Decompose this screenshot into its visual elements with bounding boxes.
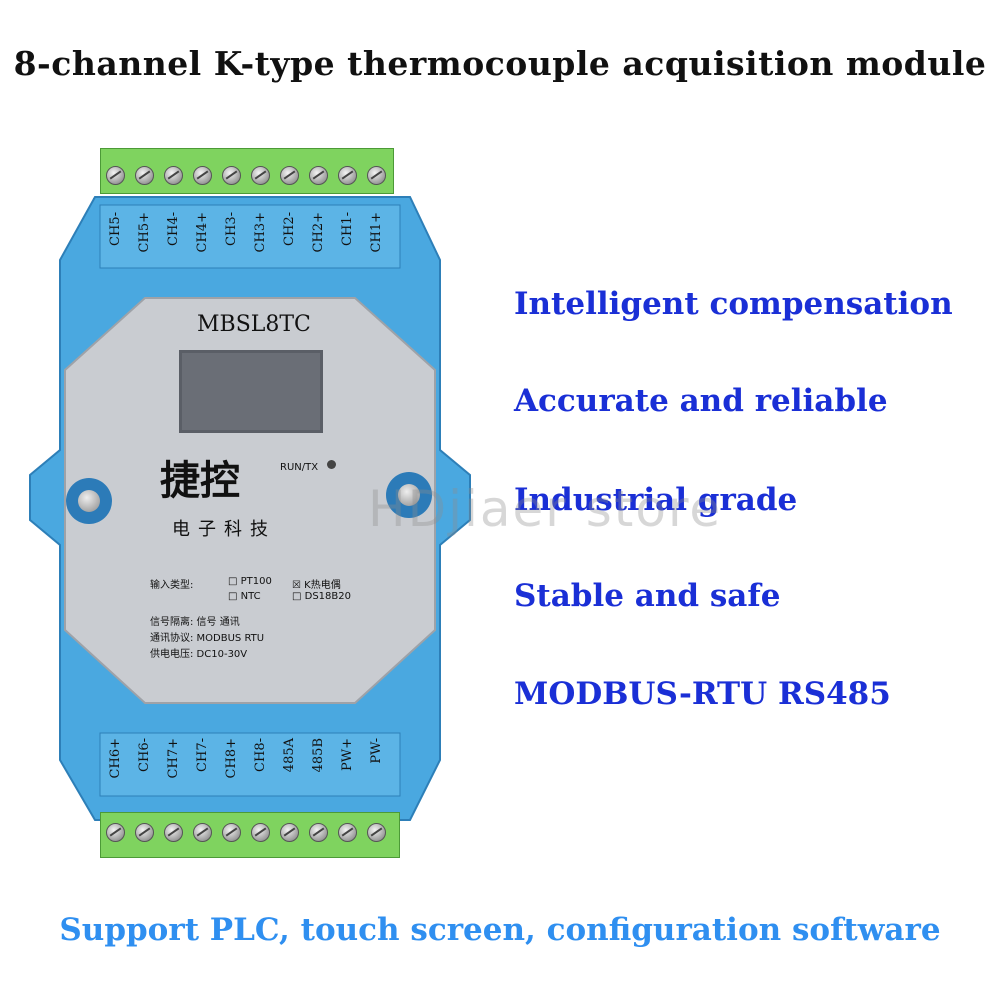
terminal-screw-icon	[338, 823, 357, 842]
page-title: 8-channel K-type thermocouple acquisitio…	[13, 44, 987, 83]
input-type-label: 输入类型:	[150, 580, 194, 591]
option-ds18b20: □ DS18B20	[292, 591, 351, 602]
terminal-label: CH5+	[137, 212, 152, 253]
watermark: HDjiaer store	[368, 480, 723, 538]
terminal-screw-icon	[135, 823, 154, 842]
terminal-label: CH7+	[166, 738, 181, 779]
run-tx-label: RUN/TX	[280, 462, 319, 473]
option-ntc: □ NTC	[228, 591, 261, 602]
device-module: CH5- CH5+ CH4- CH4+ CH3- CH3+ CH2- CH2+ CH1- CH1+…	[0, 0, 500, 1000]
feature-2: Accurate and reliable	[514, 383, 888, 419]
terminal-screw-icon	[193, 166, 212, 185]
terminal-label: PW+	[340, 738, 355, 772]
terminal-label: CH6+	[108, 738, 123, 779]
terminal-screw-icon	[251, 823, 270, 842]
terminal-screw-icon	[106, 166, 125, 185]
terminal-screw-icon	[309, 823, 328, 842]
terminal-label: CH1+	[369, 212, 384, 253]
terminal-screw-icon	[309, 166, 328, 185]
device-housing	[29, 196, 471, 821]
isolation-label: 信号隔离: 信号 通讯	[150, 617, 240, 628]
terminal-screw-icon	[222, 823, 241, 842]
terminal-label: CH3+	[253, 212, 268, 253]
terminal-screw-icon	[251, 166, 270, 185]
screw-icon	[78, 490, 100, 512]
feature-3: Industrial grade	[514, 482, 798, 518]
terminal-screw-icon	[338, 166, 357, 185]
terminal-label: CH5-	[108, 212, 123, 246]
screw-icon	[398, 484, 420, 506]
terminal-label: CH3-	[224, 212, 239, 246]
terminal-label: 485A	[282, 738, 297, 773]
terminal-screw-icon	[164, 166, 183, 185]
feature-1: Intelligent compensation	[514, 286, 953, 322]
terminal-screw-icon	[367, 166, 386, 185]
option-pt100: □ PT100	[228, 576, 272, 587]
terminal-label: CH2-	[282, 212, 297, 246]
terminal-label: CH7-	[195, 738, 210, 772]
terminal-screw-icon	[280, 823, 299, 842]
terminal-label: CH8-	[253, 738, 268, 772]
terminal-screw-icon	[106, 823, 125, 842]
terminal-screw-icon	[193, 823, 212, 842]
model-label: MBSL8TC	[197, 312, 311, 337]
mounting-hole-left	[66, 478, 112, 524]
footer-caption: Support PLC, touch screen, configuration…	[59, 912, 941, 948]
terminal-label: 485B	[311, 738, 326, 773]
terminal-screw-icon	[164, 823, 183, 842]
terminal-label: CH8+	[224, 738, 239, 779]
feature-4: Stable and safe	[514, 578, 781, 614]
terminal-label: CH6-	[137, 738, 152, 772]
protocol-label: 通讯协议: MODBUS RTU	[150, 633, 265, 644]
terminal-label: CH4+	[195, 212, 210, 253]
brand-name: 捷控	[160, 457, 240, 504]
power-label: 供电电压: DC10-30V	[150, 649, 248, 660]
option-k-thermocouple: ☒ K热电偶	[292, 580, 341, 591]
brand-subtitle: 电子科技	[172, 519, 276, 540]
terminal-label: CH4-	[166, 212, 181, 246]
terminal-screw-icon	[135, 166, 154, 185]
terminal-label: CH1-	[340, 212, 355, 246]
terminal-label: PW-	[369, 738, 384, 764]
mounting-hole-right	[386, 472, 432, 518]
run-led-icon	[327, 460, 336, 469]
terminal-screw-icon	[367, 823, 386, 842]
terminal-screw-icon	[222, 166, 241, 185]
lcd-display	[179, 350, 323, 433]
feature-5: MODBUS-RTU RS485	[514, 676, 891, 712]
terminal-label: CH2+	[311, 212, 326, 253]
terminal-screw-icon	[280, 166, 299, 185]
